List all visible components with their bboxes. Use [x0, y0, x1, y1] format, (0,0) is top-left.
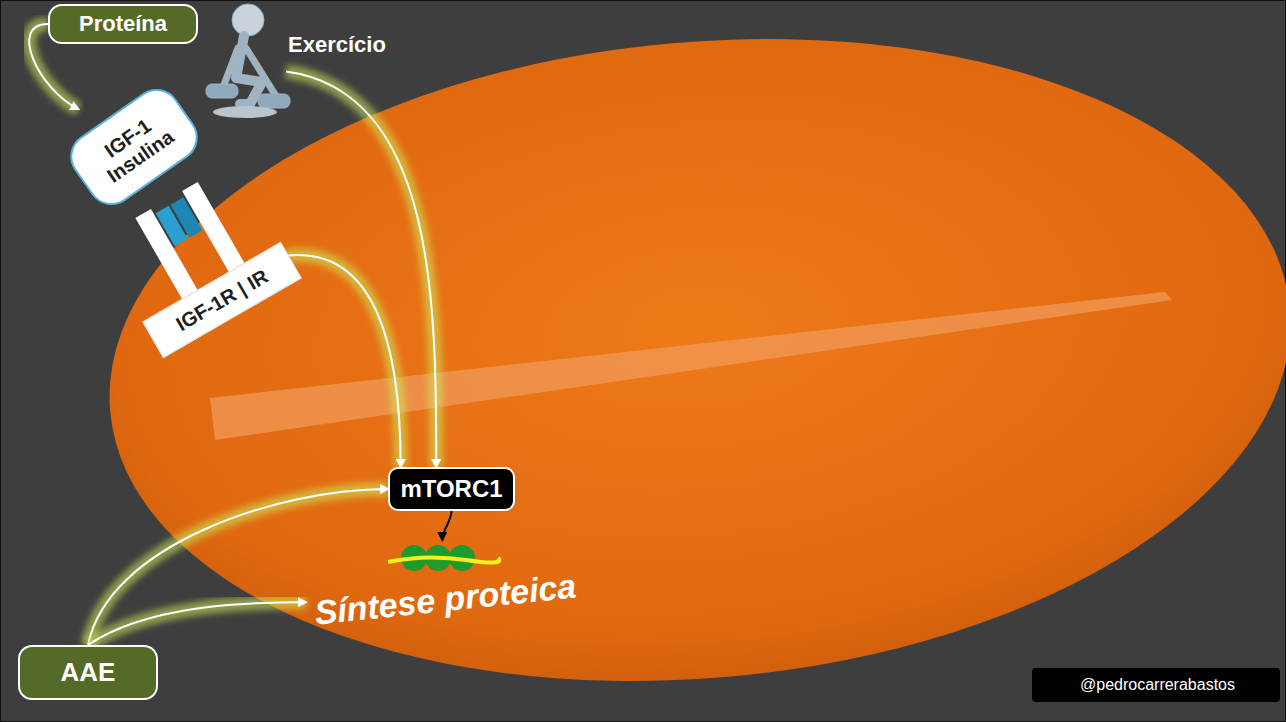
connector-line [442, 511, 451, 540]
muscle-cell [83, 0, 1286, 722]
receptor-box: IGF-1R | IR [142, 242, 302, 358]
arrow-connector [88, 602, 306, 645]
connector-glow [286, 255, 401, 467]
watermark-bar: @pedrocarrerabastos [1032, 668, 1280, 702]
exercise-figure [206, 4, 290, 118]
node-text: IGF-1R | IR [172, 264, 272, 335]
node-text: Exercício [288, 32, 386, 58]
connector-glow [88, 602, 306, 645]
exercise-node: Exercício [200, 0, 415, 130]
connector-line [286, 255, 401, 467]
watermark-text: @pedrocarrerabastos [1080, 676, 1235, 694]
myofibril [210, 292, 1172, 440]
node-text: mTORC1 [400, 475, 502, 503]
ligand-box: IGF-1 Insulina [61, 79, 207, 214]
input-box: Proteína [48, 4, 198, 44]
node-text: Síntese proteica [313, 566, 578, 632]
connector-line [88, 602, 306, 645]
complex-box: mTORC1 [388, 467, 515, 511]
process-label: Síntese proteica [306, 540, 596, 653]
node-text: AAE [61, 657, 116, 688]
input-box: AAE [18, 645, 158, 700]
arrow-connector [286, 72, 436, 468]
arrow-connector [286, 255, 401, 467]
connector-line [286, 72, 436, 468]
node-text: Proteína [79, 11, 167, 37]
arrow-connector [442, 511, 451, 540]
connector-glow [286, 72, 436, 468]
node-text: IGF-1 Insulina [80, 100, 187, 193]
